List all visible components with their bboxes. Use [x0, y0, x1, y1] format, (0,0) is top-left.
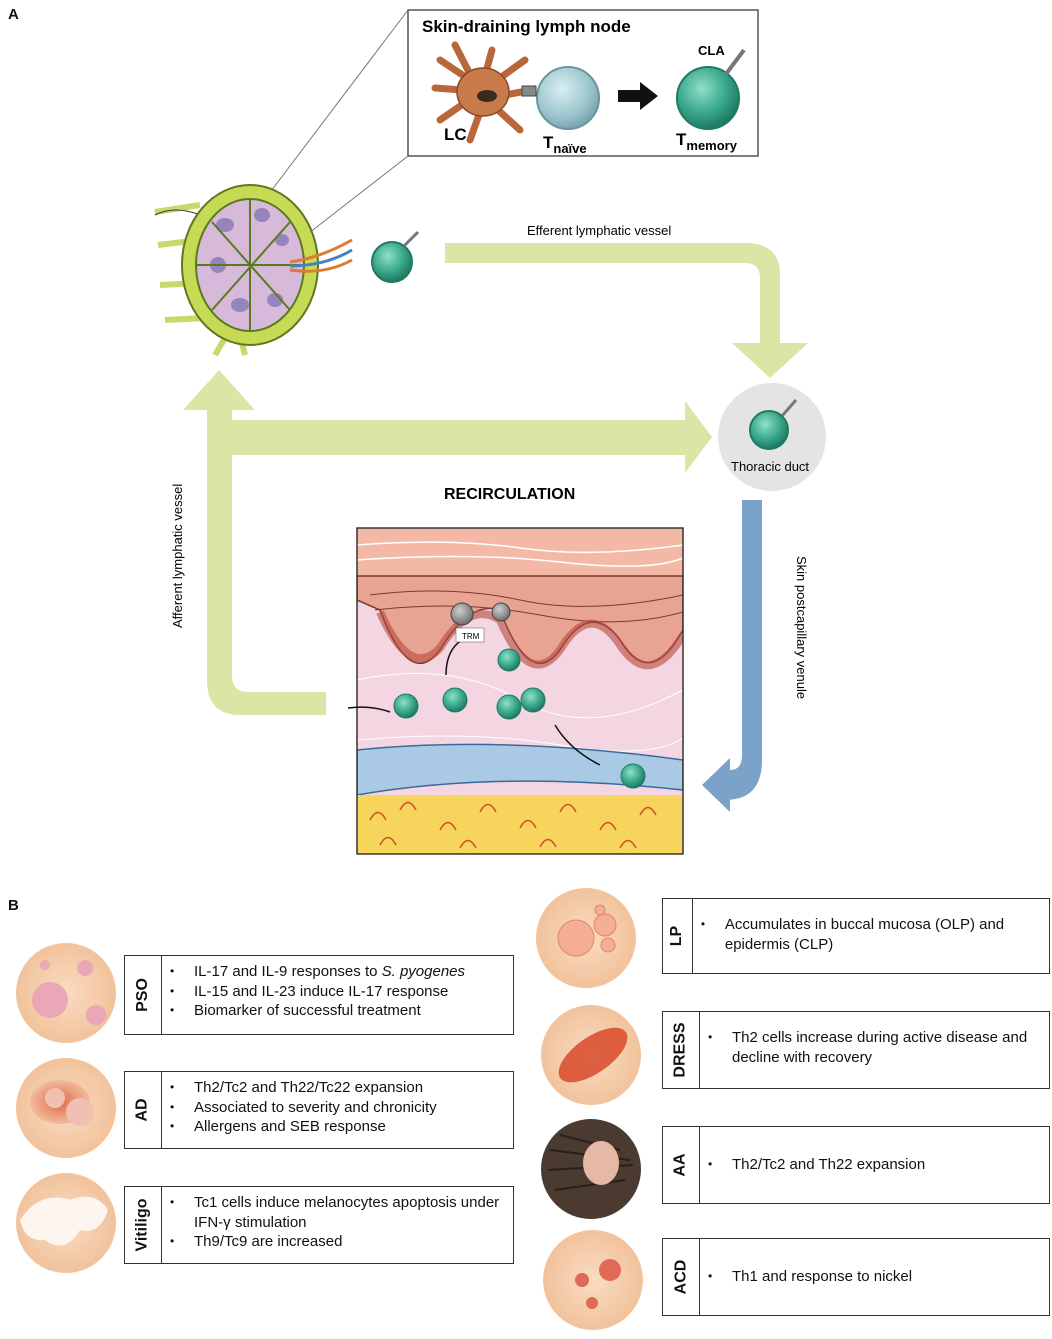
- vitiligo-box: Vitiligo Tc1 cells induce melanocytes ap…: [124, 1186, 514, 1264]
- aa-line-1: Th2/Tc2 and Th22 expansion: [708, 1155, 925, 1175]
- ad-box: AD Th2/Tc2 and Th22/Tc22 expansion Assoc…: [124, 1071, 514, 1149]
- vitiligo-tab: Vitiligo: [134, 1198, 152, 1252]
- skin-t-cells: [347, 602, 646, 789]
- acd-box: ACD Th1 and response to nickel: [662, 1238, 1050, 1316]
- ad-line-1: Th2/Tc2 and Th22/Tc22 expansion: [170, 1078, 437, 1098]
- efferent-arrow: [445, 243, 808, 378]
- lymph-node-inset: Skin-draining lymph node LC Tnaïve CLA T…: [261, 9, 759, 241]
- venule-label: Skin postcapillary venule: [794, 556, 809, 699]
- pso-line-3: Biomarker of successful treatment: [170, 1001, 465, 1021]
- vitiligo-image-icon: [16, 1173, 116, 1273]
- pso-line-1: IL-17 and IL-9 responses to S. pyogenes: [170, 962, 465, 982]
- panel-a-label: A: [8, 6, 19, 23]
- receptor-icon: [521, 85, 537, 97]
- psoriasis-image-icon: [16, 943, 116, 1043]
- t-memory-label: Tmemory: [676, 130, 738, 153]
- skin-section-icon: [357, 528, 683, 854]
- t-naive-label: Tnaïve: [543, 133, 587, 156]
- dress-tab: DRESS: [672, 1022, 689, 1078]
- pso-tab: PSO: [133, 978, 151, 1012]
- aa-box: AA Th2/Tc2 and Th22 expansion: [662, 1126, 1050, 1204]
- acd-tab: ACD: [671, 1259, 689, 1295]
- panel-a-diagram: Skin-draining lymph node LC Tnaïve CLA T…: [154, 9, 826, 855]
- migrating-t-cell-icon: [371, 241, 413, 283]
- lc-label: LC: [444, 125, 467, 144]
- langerhans-cell-icon: [431, 41, 536, 144]
- cla-receptor-icon: [724, 48, 746, 76]
- atopic-dermatitis-image-icon: [16, 1058, 116, 1158]
- dress-image-icon: [541, 1005, 641, 1105]
- lymph-node-icon: [154, 184, 353, 357]
- vitiligo-line-1: Tc1 cells induce melanocytes apoptosis u…: [170, 1193, 503, 1232]
- recirculation-label: RECIRCULATION: [444, 486, 575, 503]
- dress-line-1: Th2 cells increase during active disease…: [708, 1028, 1039, 1067]
- ad-line-3: Allergens and SEB response: [170, 1117, 437, 1137]
- differentiation-arrow-icon: [618, 82, 658, 110]
- pso-box: PSO IL-17 and IL-9 responses to S. pyoge…: [124, 955, 514, 1035]
- trm-label: TRM: [462, 632, 480, 641]
- vitiligo-line-2: Th9/Tc9 are increased: [170, 1232, 503, 1252]
- alopecia-areata-image-icon: [541, 1119, 641, 1219]
- acd-line-1: Th1 and response to nickel: [708, 1267, 912, 1287]
- dress-box: DRESS Th2 cells increase during active d…: [662, 1011, 1050, 1089]
- ad-line-2: Associated to severity and chronicity: [170, 1098, 437, 1118]
- aa-tab: AA: [671, 1153, 689, 1177]
- allergic-contact-dermatitis-image-icon: [543, 1230, 643, 1330]
- lp-tab: LP: [668, 925, 686, 947]
- memory-t-cell-icon: [676, 66, 740, 130]
- disease-images: [16, 888, 643, 1330]
- lichen-planus-image-icon: [536, 888, 636, 988]
- lp-box: LP Accumulates in buccal mucosa (OLP) an…: [662, 898, 1050, 974]
- efferent-label: Efferent lymphatic vessel: [527, 223, 671, 238]
- inset-title: Skin-draining lymph node: [422, 17, 631, 36]
- pso-line-2: IL-15 and IL-23 induce IL-17 response: [170, 982, 465, 1002]
- naive-t-cell-icon: [536, 66, 600, 130]
- thoracic-duct-label: Thoracic duct: [731, 459, 809, 474]
- panel-b-label: B: [8, 897, 19, 914]
- cla-label: CLA: [698, 43, 725, 58]
- afferent-arrow: [183, 370, 712, 715]
- ad-tab: AD: [133, 1098, 151, 1122]
- afferent-label: Afferent lymphatic vessel: [170, 484, 185, 628]
- venule-arrow: [702, 500, 762, 812]
- lp-line-1: Accumulates in buccal mucosa (OLP) and e…: [701, 915, 1039, 954]
